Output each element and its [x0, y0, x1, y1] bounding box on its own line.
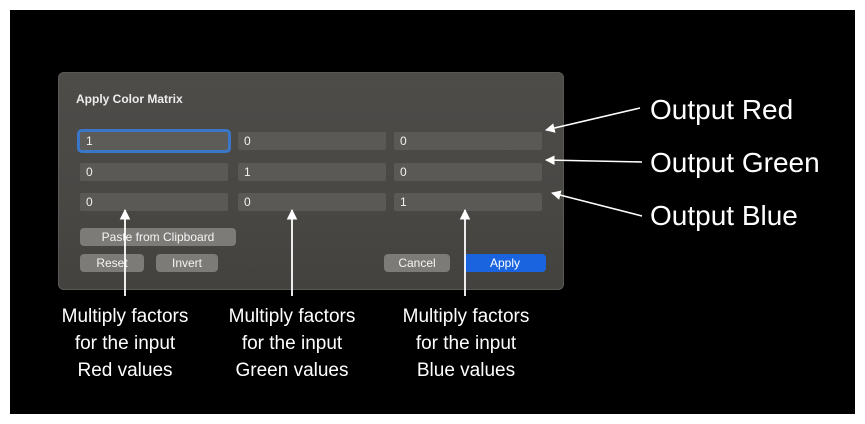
dialog-title: Apply Color Matrix	[76, 92, 183, 106]
output-red-label: Output Red	[650, 94, 794, 125]
invert-button[interactable]: Invert	[156, 254, 218, 272]
caption-red-line-2: for the input	[74, 333, 176, 354]
matrix-field-r0-c2[interactable]	[394, 132, 542, 150]
output-blue-label: Output Blue	[650, 200, 798, 231]
paste-from-clipboard-button[interactable]: Paste from Clipboard	[80, 228, 236, 246]
caption-blue-line-3: Blue values	[416, 360, 516, 381]
matrix-field-r2-c1[interactable]	[238, 193, 386, 211]
matrix-field-r2-c2[interactable]	[394, 193, 542, 211]
matrix-field-r2-c0[interactable]	[80, 193, 228, 211]
caption-red-line-3: Red values	[77, 360, 173, 381]
matrix-field-r1-c2[interactable]	[394, 163, 542, 181]
caption-red-line-1: Multiply factors	[61, 306, 189, 327]
screenshot-stage: Apply Color Matrix Paste from Clipboard …	[10, 10, 855, 414]
output-blue-arrow	[551, 190, 643, 217]
apply-button[interactable]: Apply	[464, 254, 546, 272]
caption-blue-line-2: for the input	[415, 333, 517, 354]
matrix-field-r1-c1[interactable]	[238, 163, 386, 181]
matrix-field-r1-c0[interactable]	[80, 163, 228, 181]
caption-green-line-1: Multiply factors	[228, 306, 356, 327]
matrix-field-r0-c0[interactable]	[80, 132, 228, 150]
caption-green: Multiply factors for the input Green val…	[202, 303, 382, 384]
matrix-field-r0-c1[interactable]	[238, 132, 386, 150]
caption-green-line-3: Green values	[235, 360, 349, 381]
reset-button[interactable]: Reset	[80, 254, 144, 272]
caption-green-line-2: for the input	[241, 333, 343, 354]
output-green-label: Output Green	[650, 147, 820, 178]
caption-blue: Multiply factors for the input Blue valu…	[376, 303, 556, 384]
caption-red: Multiply factors for the input Red value…	[35, 303, 215, 384]
cancel-button[interactable]: Cancel	[384, 254, 450, 272]
caption-blue-line-1: Multiply factors	[402, 306, 530, 327]
apply-color-matrix-dialog: Apply Color Matrix Paste from Clipboard …	[58, 72, 564, 290]
